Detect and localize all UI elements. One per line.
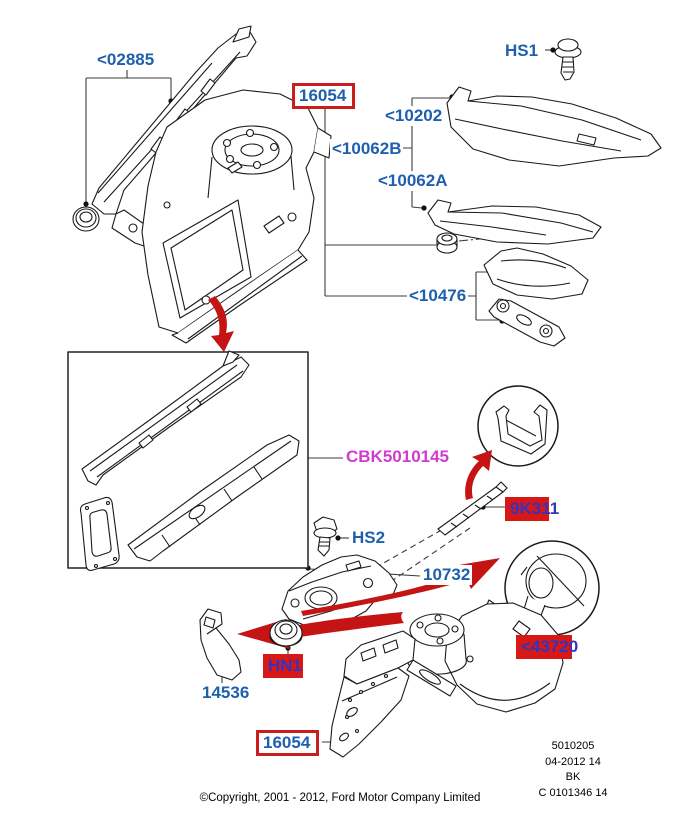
part-label-10476[interactable]: <10476 [407,286,469,306]
part-drawing-16054-upper [141,89,332,344]
part-drawing-9k311-strip [437,481,508,536]
part-drawing-10732 [281,554,398,628]
hs1-screw-icon [554,38,582,81]
part-label-hs1[interactable]: HS1 [503,41,541,61]
part-label-10062b[interactable]: <10062B [330,139,404,159]
part-label-10732[interactable]: 10732 [421,565,473,585]
flange-nut-icon [436,232,458,254]
copyright-notice: ©Copyright, 2001 - 2012, Ford Motor Comp… [199,792,481,804]
detail-inset-box [67,350,309,571]
plate-market-code: BK [565,771,581,783]
part-drawing-10062a [427,199,602,245]
part-label-hn1[interactable]: HN1 [263,654,303,678]
red-arrow-to-inset [208,296,234,352]
plate-info-block: 5010205 04-2012 14 BK C 0101346 14 [508,739,638,801]
part-drawing-16054-lower [329,599,564,758]
hs2-bolt-icon [313,516,338,557]
inset-drawing [79,350,300,571]
red-arrow-to-clip-detail [465,450,492,500]
part-label-hs2[interactable]: HS2 [350,528,388,548]
red-arrow-to-seal-detail [301,558,500,616]
part-drawing-14536 [199,608,242,681]
part-label-14536[interactable]: 14536 [200,683,252,703]
part-drawing-10476 [483,247,589,347]
plate-drawing-number: C 0101346 14 [538,786,608,799]
part-label-9k311[interactable]: 9K311 [505,497,559,521]
detail-circle-clip [477,385,559,467]
part-label-10062a[interactable]: <10062A [376,171,450,191]
part-drawing-10202 [446,86,662,167]
part-label-cbk5010145[interactable]: CBK5010145 [344,447,452,467]
plate-date-code: 04-2012 14 [545,755,601,768]
part-label-43720[interactable]: <43720 [516,635,578,659]
part-label-02885[interactable]: <02885 [95,50,157,70]
part-label-16054-top[interactable]: 16054 [292,83,355,109]
part-label-10202[interactable]: <10202 [383,106,445,126]
plate-sheet-number: 5010205 [551,740,595,752]
part-label-16054-bottom[interactable]: 16054 [256,730,319,756]
grommet-drawing [72,206,100,232]
hn1-nut-icon [269,619,303,647]
